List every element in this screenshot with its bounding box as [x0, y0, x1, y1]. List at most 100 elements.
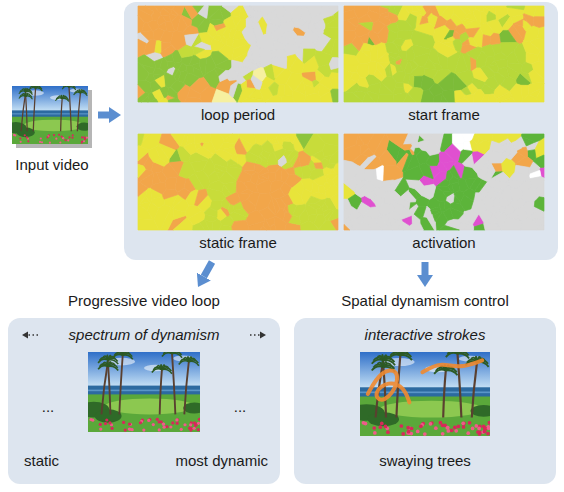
map-cell	[376, 165, 383, 180]
caption: static	[24, 452, 59, 470]
map-cell	[166, 21, 175, 32]
map-cell	[428, 48, 439, 65]
map-cell	[408, 87, 423, 102]
result-panel: Progressive video loop spectrum of dynami…	[8, 290, 280, 484]
map-cell	[138, 181, 148, 196]
map-cell	[194, 134, 202, 144]
map-tile: activation	[344, 134, 544, 254]
map-cell	[190, 160, 208, 172]
user-stroke	[368, 371, 410, 403]
map-cell	[447, 184, 454, 193]
map-cell	[232, 220, 249, 230]
map-cell	[314, 163, 323, 169]
map-cell	[173, 209, 186, 219]
map-cell	[378, 95, 394, 102]
map-cell	[502, 16, 513, 29]
map-cell	[364, 170, 374, 182]
map-cell	[141, 31, 153, 41]
map-cell	[407, 46, 415, 61]
map-cell	[411, 134, 420, 142]
map-cell	[461, 87, 471, 95]
map-cell	[178, 63, 187, 72]
italic-caption: spectrum of dynamism	[69, 326, 220, 344]
map-cell	[312, 22, 323, 35]
map-cell	[263, 220, 271, 230]
map-cell	[229, 82, 238, 98]
map-cell	[372, 20, 385, 34]
map-cell	[537, 83, 544, 102]
caption: ...	[234, 398, 247, 416]
map-cell	[441, 95, 448, 102]
map-cell	[261, 172, 269, 179]
map-cell	[232, 16, 241, 26]
map-cell	[171, 134, 186, 147]
caption: Progressive video loop	[68, 292, 220, 310]
map-cell	[473, 9, 481, 25]
map-cell	[138, 9, 153, 23]
map-cell	[284, 138, 290, 142]
map-cell	[522, 42, 540, 55]
map-cell	[231, 6, 241, 17]
map-cell	[184, 142, 197, 155]
map-cell	[164, 6, 175, 10]
map-cell	[242, 26, 257, 44]
map-cell	[488, 94, 497, 102]
map-cell	[414, 206, 426, 219]
flow-arrow	[98, 112, 109, 119]
map-cell	[520, 72, 531, 84]
map-cell	[441, 6, 454, 20]
map-cell	[138, 164, 146, 177]
map-cell	[242, 162, 255, 170]
map-cell	[344, 180, 358, 192]
caption: swaying trees	[379, 452, 471, 470]
map-cell	[362, 92, 374, 102]
map-cell	[475, 179, 487, 192]
map-cell	[331, 89, 338, 102]
map-cell	[407, 192, 416, 202]
map-cell	[533, 17, 544, 28]
user-stroke	[422, 360, 482, 372]
map-cell	[207, 188, 226, 201]
map-cell	[511, 199, 525, 209]
map-cell	[450, 166, 461, 180]
map-cell	[294, 19, 306, 28]
map-cell	[370, 222, 381, 230]
map-cell	[300, 36, 316, 49]
map-cell	[333, 174, 338, 187]
map-cell	[326, 19, 338, 28]
map-cell	[255, 164, 265, 174]
map-cell	[188, 210, 205, 224]
map-cell	[390, 64, 396, 75]
map-cell	[459, 6, 472, 14]
map-cell	[293, 204, 306, 217]
map-cell	[398, 6, 410, 20]
map-cell	[304, 85, 314, 96]
flow-arrow	[422, 262, 429, 275]
caption: start frame	[408, 106, 480, 124]
map-cell	[324, 182, 332, 192]
map-cell	[170, 31, 186, 50]
map-cell	[521, 218, 538, 230]
map-cell	[155, 41, 162, 54]
map-cell	[402, 155, 413, 173]
map-cell	[459, 223, 468, 230]
map-cell	[463, 141, 472, 150]
map-cell	[413, 53, 429, 67]
map-cell	[379, 150, 396, 166]
map-cell	[280, 12, 292, 23]
map-cell	[162, 42, 172, 52]
map-cell	[329, 57, 338, 69]
map-cell	[496, 92, 512, 102]
map-cell	[276, 35, 287, 45]
map-cell	[493, 199, 501, 207]
map-cell	[444, 201, 451, 211]
map-cell	[415, 188, 423, 196]
map-cell	[283, 208, 287, 213]
map-cell	[193, 68, 204, 78]
map-cell	[495, 6, 508, 20]
map-cell	[424, 69, 438, 79]
map-cell	[399, 209, 413, 220]
map-cell	[155, 144, 169, 163]
caption: Spatial dynamism control	[341, 292, 509, 310]
map-cell	[198, 6, 208, 18]
